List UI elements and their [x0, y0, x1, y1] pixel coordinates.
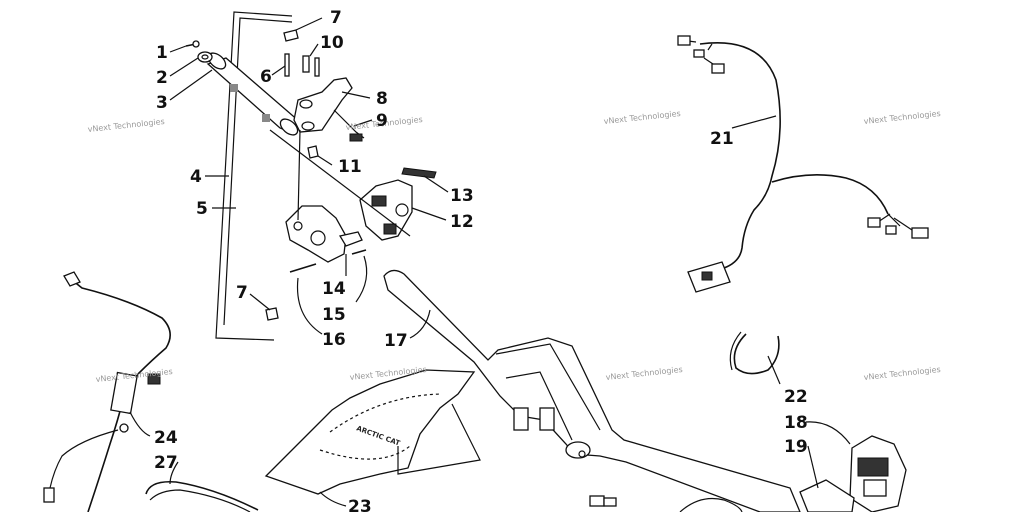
label-7-top: 7	[330, 8, 342, 28]
label-22: 22	[784, 387, 808, 407]
label-2: 2	[156, 68, 168, 88]
leader-lines	[129, 17, 851, 507]
label-15: 15	[322, 305, 346, 325]
watermarks: vNext Technologies vNext Technologies vN…	[87, 109, 941, 384]
label-24: 24	[154, 428, 178, 448]
label-6: 6	[260, 67, 272, 87]
end-screw	[185, 40, 200, 48]
cable-27	[145, 480, 259, 512]
watermark-8: vNext Technologies	[863, 365, 941, 382]
throttle-cable	[43, 271, 171, 512]
label-7-bottom: 7	[236, 283, 248, 303]
label-13: 13	[450, 186, 474, 206]
switch-housing-12	[359, 179, 413, 241]
right-switch	[799, 435, 907, 512]
watermark-7: vNext Technologies	[605, 365, 683, 382]
label-3: 3	[156, 93, 168, 113]
watermark-3: vNext Technologies	[603, 109, 681, 126]
label-23: 23	[348, 497, 372, 512]
label-27: 27	[154, 453, 178, 473]
label-19: 19	[784, 437, 808, 457]
hose-band	[729, 331, 780, 375]
label-10: 10	[320, 33, 344, 53]
clip-10	[302, 55, 320, 77]
small-connector	[589, 495, 743, 512]
label-17: 17	[384, 331, 408, 351]
label-12: 12	[450, 212, 474, 232]
label-9: 9	[376, 111, 388, 131]
watermark-4: vNext Technologies	[863, 109, 941, 126]
label-5: 5	[196, 199, 208, 219]
throttle-housing	[265, 205, 367, 321]
wiring-harness	[677, 35, 929, 293]
label-4: 4	[190, 167, 202, 187]
label-16: 16	[322, 330, 346, 350]
label-8: 8	[376, 89, 388, 109]
label-18: 18	[784, 413, 808, 433]
watermark-1: vNext Technologies	[87, 117, 165, 134]
group-bracket-4-5	[205, 11, 293, 341]
handlebar-pad: ARCTIC CAT	[264, 369, 476, 495]
label-21: 21	[710, 129, 734, 149]
label-1: 1	[156, 43, 168, 63]
grip-tube	[206, 52, 301, 136]
handlebar	[383, 269, 801, 512]
label-14: 14	[322, 279, 346, 299]
callout-labels: 1 2 3 4 5 6 7 7 8 9 10 11 12 13 14 15 16…	[154, 8, 808, 512]
end-washer	[197, 51, 213, 63]
nut-top	[283, 29, 299, 42]
throttle-lever	[293, 77, 365, 159]
decal-13	[401, 167, 437, 179]
pin-6	[284, 53, 290, 77]
label-11: 11	[338, 157, 362, 177]
